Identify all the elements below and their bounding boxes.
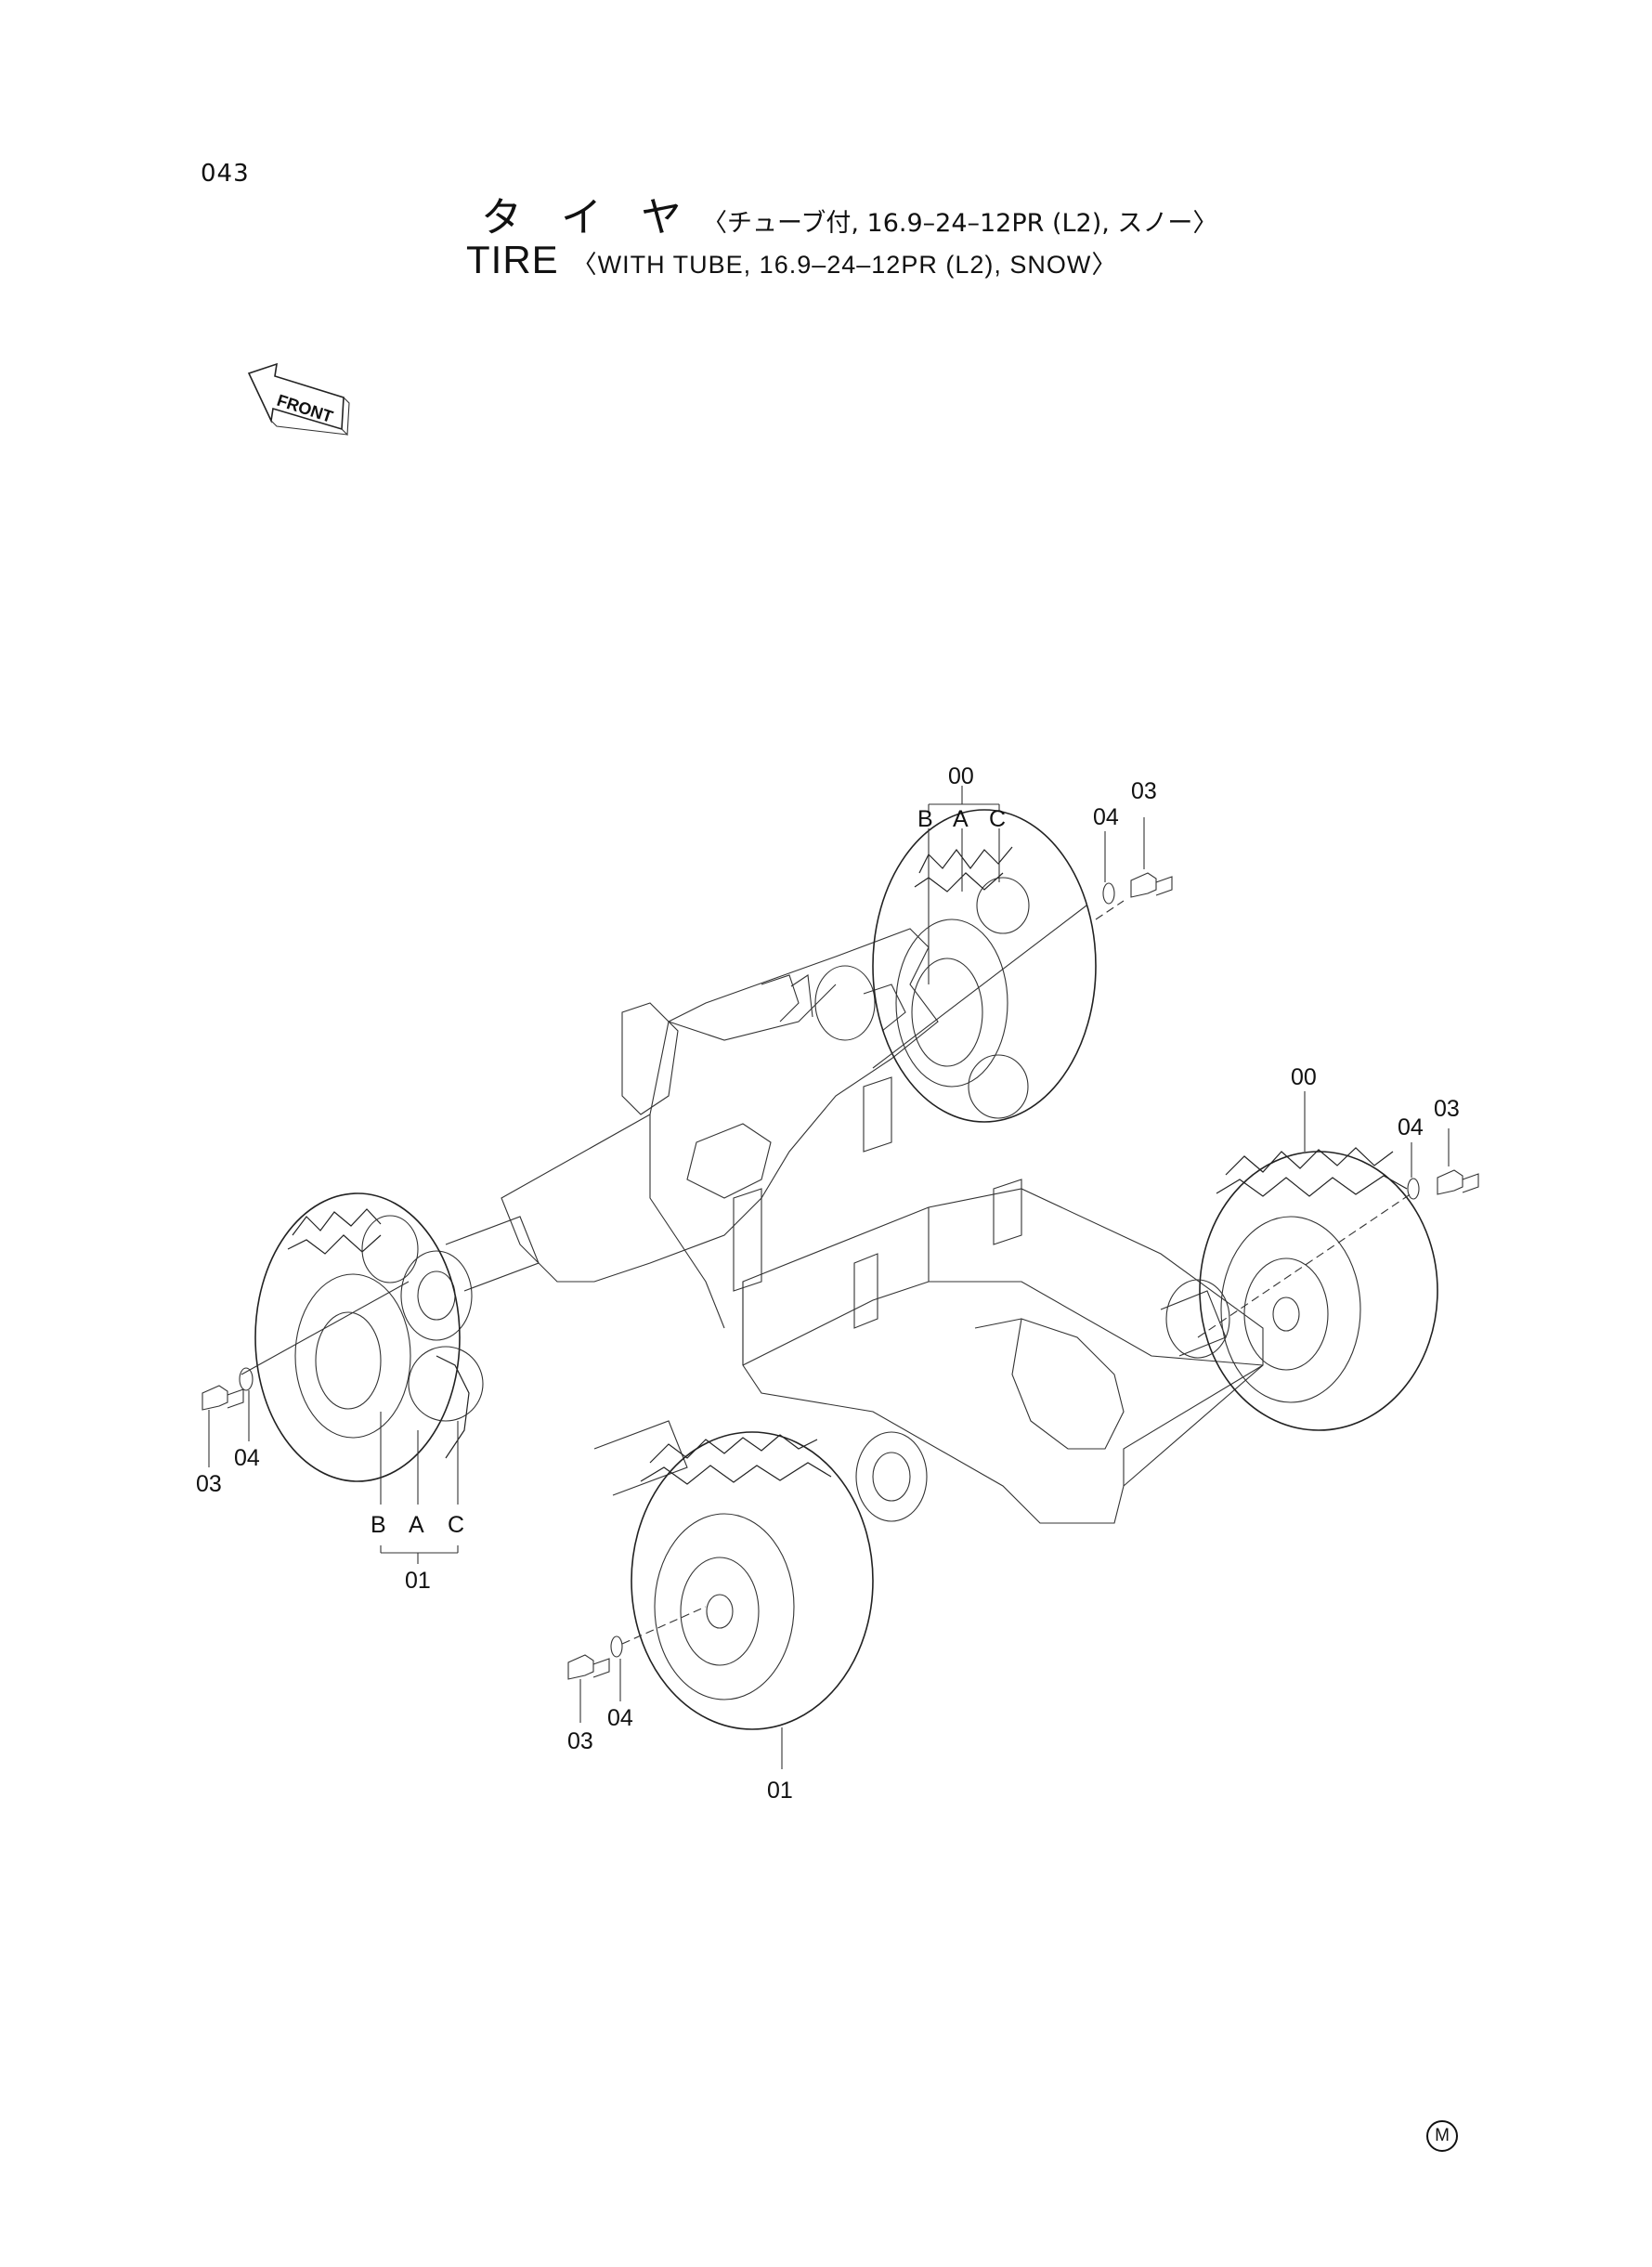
front-arrow-icon: FRONT [247, 362, 350, 436]
title-japanese: タ イ ヤ〈チューブ付, 16.9–24–12PR (L2), スノー〉 [481, 184, 1217, 243]
title-jp-main: タ イ ヤ [481, 194, 695, 241]
washer-icon [610, 1635, 623, 1658]
callout-front-right-bolt: 03 [1434, 1096, 1460, 1122]
callout-rear-right-b: B [917, 806, 933, 832]
callout-rear-right-assembly: 00 [948, 763, 974, 789]
title-en-sub: 〈WITH TUBE, 16.9–24–12PR (L2), SNOW〉 [571, 251, 1118, 279]
washer-icon [239, 1367, 254, 1391]
rear-right-wheel-assembly [872, 786, 1173, 1123]
callout-rear-left-c: C [448, 1512, 464, 1538]
callout-rear-left-assembly: 01 [405, 1568, 431, 1594]
front-label: FRONT [275, 391, 335, 426]
callout-front-right-washer: 04 [1398, 1114, 1424, 1140]
callout-front-right-assembly: 00 [1291, 1064, 1317, 1090]
corner-mark: M [1426, 2120, 1458, 2152]
callout-rear-right-a: A [953, 806, 969, 832]
bolt-icon [1437, 1169, 1463, 1195]
callout-rear-right-c: C [989, 806, 1006, 832]
bolt-icon [567, 1654, 594, 1680]
washer-icon [1407, 1178, 1420, 1200]
page-number: 043 [201, 160, 250, 188]
callout-rear-right-bolt: 03 [1131, 778, 1157, 804]
machine-frame [400, 928, 1264, 1524]
callout-labels: 00 B A C 04 03 00 04 03 B A C 01 04 03 0… [196, 763, 1460, 1804]
front-left-wheel-assembly [567, 1431, 874, 1769]
callout-rear-left-washer: 04 [234, 1445, 260, 1471]
callout-front-left-assembly: 01 [767, 1778, 793, 1804]
callout-rear-left-b: B [371, 1512, 386, 1538]
callout-rear-right-washer: 04 [1093, 804, 1119, 830]
title-english: TIRE 〈WITH TUBE, 16.9–24–12PR (L2), SNOW〉 [466, 238, 1117, 282]
washer-icon [1102, 882, 1115, 905]
callout-front-left-washer: 04 [607, 1705, 633, 1731]
title-en-main: TIRE [466, 238, 559, 281]
bolt-icon [202, 1385, 228, 1411]
bolt-icon [1130, 872, 1157, 898]
callout-rear-left-a: A [409, 1512, 424, 1538]
rear-left-wheel-assembly [202, 1192, 484, 1564]
front-right-wheel-assembly [1197, 1091, 1479, 1431]
title-jp-sub: 〈チューブ付, 16.9–24–12PR (L2), スノー〉 [701, 209, 1218, 238]
callout-rear-left-bolt: 03 [196, 1471, 222, 1497]
callout-front-left-bolt: 03 [567, 1728, 593, 1754]
